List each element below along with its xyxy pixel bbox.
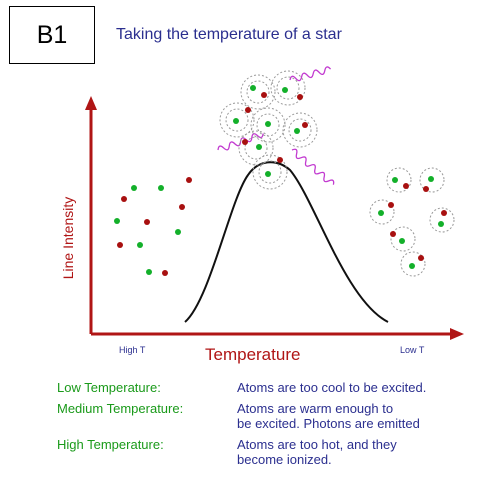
atom — [238, 130, 274, 166]
panel-label: B1 — [36, 20, 68, 49]
nucleus — [121, 196, 127, 202]
atom — [270, 70, 306, 106]
legend-row-medium: Medium Temperature: Atoms are warm enoug… — [57, 401, 426, 431]
nucleus — [144, 219, 150, 225]
electron — [175, 229, 181, 235]
electron — [146, 269, 152, 275]
panel-label-box: B1 — [9, 6, 95, 64]
legend-desc: Atoms are warm enough to be excited. Pho… — [237, 401, 420, 431]
legend-row-high: High Temperature: Atoms are too hot, and… — [57, 437, 426, 467]
x-tick-low-t: Low T — [400, 345, 425, 355]
photon-wave-1 — [217, 133, 264, 151]
nucleus — [162, 270, 168, 276]
diagram-title: Taking the temperature of a star — [116, 26, 342, 43]
low-temperature-atoms — [369, 167, 455, 277]
atom — [250, 107, 286, 143]
electron — [158, 185, 164, 191]
y-axis-arrow — [85, 96, 97, 110]
atom — [390, 226, 416, 252]
y-axis-label: Line Intensity — [60, 196, 76, 280]
photon-wave-3 — [291, 148, 335, 185]
atom — [282, 112, 318, 148]
legend-desc: Atoms are too cool to be excited. — [237, 380, 427, 395]
electron — [131, 185, 137, 191]
x-axis-arrow — [450, 328, 464, 340]
atom — [219, 102, 255, 138]
atom — [252, 154, 288, 190]
atom — [369, 199, 395, 225]
photon-wave-2 — [289, 66, 332, 82]
legend-desc: Atoms are too hot, and they become ioniz… — [237, 437, 397, 467]
high-temperature-particles — [114, 177, 192, 276]
x-axis-label: Temperature — [205, 345, 301, 364]
atom — [429, 207, 455, 233]
electron — [137, 242, 143, 248]
atom — [419, 167, 445, 193]
nucleus — [186, 177, 192, 183]
legend-row-low: Low Temperature: Atoms are too cool to b… — [57, 380, 426, 395]
nucleus — [179, 204, 185, 210]
legend-term: Low Temperature: — [57, 380, 161, 395]
nucleus — [117, 242, 123, 248]
medium-temperature-atoms — [219, 70, 318, 190]
legend-term: Medium Temperature: — [57, 401, 184, 416]
legend: Low Temperature: Atoms are too cool to b… — [57, 380, 426, 473]
atom — [386, 167, 412, 193]
intensity-curve — [184, 161, 389, 323]
atom — [400, 251, 426, 277]
electron — [114, 218, 120, 224]
x-tick-high-t: High T — [119, 345, 146, 355]
atom — [240, 74, 276, 110]
legend-term: High Temperature: — [57, 437, 164, 452]
